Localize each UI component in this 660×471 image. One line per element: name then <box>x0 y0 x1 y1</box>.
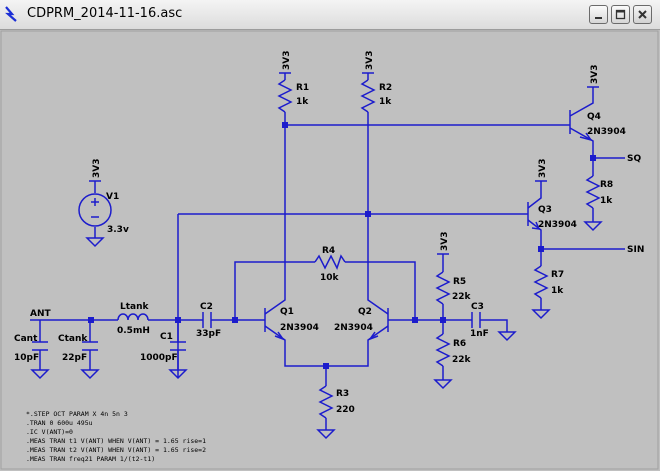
window-title: CDPRM_2014-11-16.asc <box>27 6 183 21</box>
label-Q4-ref: Q4 <box>587 112 601 122</box>
label-C1-value: 1000pF <box>140 353 178 363</box>
label-R7-ref: R7 <box>551 270 564 280</box>
label-R4-value: 10k <box>320 273 340 283</box>
label-C1-ref: C1 <box>160 332 173 342</box>
junction-dots <box>88 122 596 369</box>
label-Q4-value: 2N3904 <box>587 127 626 137</box>
transistor-Q3[interactable] <box>527 192 542 236</box>
label-R1-value: 1k <box>296 97 309 107</box>
vcc-label-q4: 3V3 <box>590 65 600 85</box>
label-R8-ref: R8 <box>600 180 613 190</box>
label-R3-ref: R3 <box>336 389 349 399</box>
maximize-icon <box>615 9 626 20</box>
capacitor-C1[interactable] <box>170 323 186 351</box>
label-R8-value: 1k <box>600 196 613 206</box>
label-R1-ref: R1 <box>296 83 309 93</box>
vcc-label-r1: 3V3 <box>282 51 292 71</box>
capacitor-Cant[interactable] <box>32 341 48 351</box>
vcc-label-r5: 3V3 <box>440 232 450 252</box>
vcc-label-r2: 3V3 <box>365 51 375 71</box>
resistor-R2[interactable] <box>360 79 376 113</box>
ltspice-app-icon <box>5 6 17 22</box>
label-Ltank-value: 0.5mH <box>117 326 150 336</box>
capacitor-C2[interactable] <box>202 312 212 328</box>
resistor-R5[interactable] <box>435 271 451 305</box>
label-R6-ref: R6 <box>453 339 466 349</box>
resistor-R8[interactable] <box>585 175 601 209</box>
resistor-R4[interactable] <box>314 254 346 270</box>
directive-line: .MEAS TRAN freq21 PARAM 1/(t2-t1) <box>26 455 155 463</box>
component-labels: R1 1k R2 1k R3 220 R4 10k R5 22k R6 22k … <box>14 83 626 415</box>
spice-directives[interactable]: *.STEP OCT PARAM X 4n 5n 3 .TRAN 0 600u … <box>26 410 206 463</box>
label-C2-value: 33pF <box>196 329 221 339</box>
inductor-Ltank[interactable] <box>117 313 149 321</box>
transistor-Q2[interactable] <box>367 298 391 342</box>
label-R6-value: 22k <box>452 355 472 365</box>
capacitor-C3[interactable] <box>471 312 481 328</box>
label-V1-value: 3.3v <box>107 225 129 235</box>
label-Q3-ref: Q3 <box>538 205 552 215</box>
directive-line: .MEAS TRAN t2 V(ANT) WHEN V(ANT) = 1.65 … <box>26 446 206 454</box>
label-Q2-ref: Q2 <box>358 307 372 317</box>
close-button[interactable] <box>633 5 652 24</box>
label-Cant-ref: Cant <box>14 334 38 344</box>
capacitor-Ctank[interactable] <box>82 341 98 351</box>
label-Cant-value: 10pF <box>14 353 39 363</box>
label-Q2-value: 2N3904 <box>334 323 373 333</box>
label-R7-value: 1k <box>551 286 564 296</box>
maximize-button[interactable] <box>611 5 630 24</box>
label-C3-ref: C3 <box>471 302 484 312</box>
resistor-R1[interactable] <box>277 79 293 113</box>
close-icon <box>638 10 647 19</box>
label-R3-value: 220 <box>336 405 355 415</box>
label-C3-value: 1nF <box>470 329 489 339</box>
label-V1-ref: V1 <box>106 192 119 202</box>
minimize-icon <box>595 17 602 19</box>
vcc-label-q3: 3V3 <box>538 159 548 179</box>
schematic: 3V3 3V3 3V3 3V3 3V3 3V3 ANT SQ SIN R1 1k… <box>0 30 659 470</box>
net-label-ant: ANT <box>30 309 51 319</box>
label-Q1-ref: Q1 <box>280 307 294 317</box>
title-bar[interactable]: CDPRM_2014-11-16.asc <box>0 0 660 30</box>
label-R5-value: 22k <box>452 292 472 302</box>
directive-line: *.STEP OCT PARAM X 4n 5n 3 <box>26 410 128 418</box>
label-R4-ref: R4 <box>322 246 335 256</box>
net-label-sin: SIN <box>627 245 644 255</box>
supply-flags: 3V3 3V3 3V3 3V3 3V3 3V3 <box>89 51 600 255</box>
vcc-label-v1: 3V3 <box>92 159 102 179</box>
transistor-Q4[interactable] <box>569 100 594 143</box>
label-Q1-value: 2N3904 <box>280 323 319 333</box>
directive-line: .MEAS TRAN t1 V(ANT) WHEN V(ANT) = 1.65 … <box>26 437 206 445</box>
resistor-R3[interactable] <box>318 385 334 419</box>
label-Ctank-ref: Ctank <box>58 334 88 344</box>
directive-line: .TRAN 0 600u 495u <box>26 419 93 427</box>
resistor-R6[interactable] <box>435 333 451 367</box>
label-R5-ref: R5 <box>453 277 466 287</box>
canvas-frame <box>0 30 659 470</box>
minimize-button[interactable] <box>589 5 608 24</box>
voltage-source-V1[interactable] <box>78 193 112 227</box>
label-Ltank-ref: Ltank <box>120 302 150 312</box>
net-label-sq: SQ <box>627 154 641 164</box>
transistor-Q1[interactable] <box>264 298 286 342</box>
directive-line: .IC V(ANT)=0 <box>26 428 73 436</box>
label-Ctank-value: 22pF <box>62 353 87 363</box>
schematic-canvas[interactable]: 3V3 3V3 3V3 3V3 3V3 3V3 ANT SQ SIN R1 1k… <box>0 30 660 471</box>
resistor-R7[interactable] <box>533 265 549 299</box>
ground-symbols <box>30 221 603 440</box>
label-R2-value: 1k <box>379 97 392 107</box>
label-C2-ref: C2 <box>200 302 213 312</box>
label-Q3-value: 2N3904 <box>538 220 577 230</box>
label-R2-ref: R2 <box>379 83 392 93</box>
